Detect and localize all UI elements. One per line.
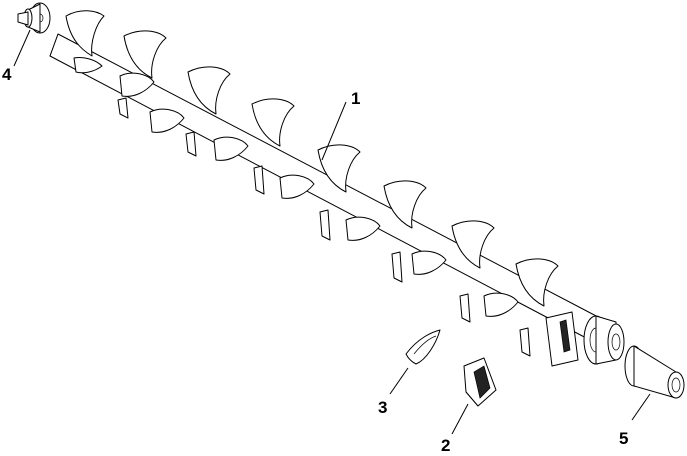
end-stub-shaft-left <box>17 2 51 34</box>
end-stub-shaft-right <box>624 345 685 399</box>
callout-1: 1 <box>351 89 360 108</box>
auger-tooth <box>405 329 441 365</box>
bearing-insert <box>463 357 497 407</box>
leader-lines <box>13 29 651 435</box>
callout-2: 2 <box>441 436 450 455</box>
callout-5: 5 <box>619 429 628 448</box>
callout-4: 4 <box>2 65 12 84</box>
auger-flighting-shaft <box>49 10 625 367</box>
callout-3: 3 <box>378 398 387 417</box>
